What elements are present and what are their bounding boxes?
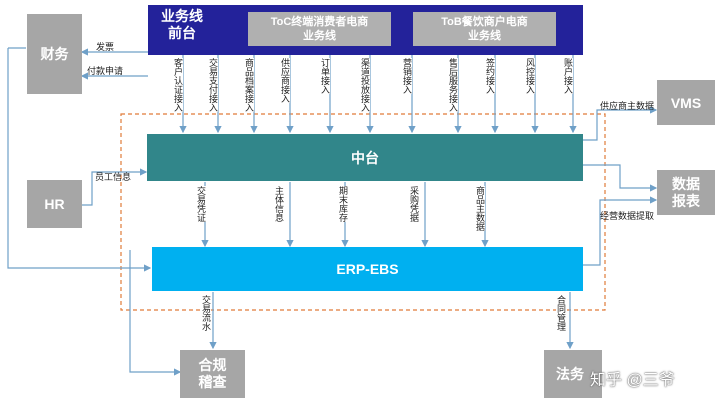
erp-ebs: ERP-EBS bbox=[152, 247, 583, 291]
tob-business-line: ToB餐饮商户电商 业务线 bbox=[413, 12, 556, 46]
front-link-label: 账户接入 bbox=[563, 58, 573, 94]
front-link-label: 交易支付接入 bbox=[208, 58, 218, 112]
employee-info-label: 员工信息 bbox=[95, 172, 132, 182]
watermark: 知乎 @三爷 bbox=[590, 372, 675, 389]
trade-flow-label: 交易流水 bbox=[201, 295, 211, 331]
front-link-label: 渠道投放接入 bbox=[360, 58, 370, 112]
front-title: 业务线 前台 bbox=[161, 8, 203, 41]
mid-erp-label: 主体信息 bbox=[274, 186, 284, 222]
contract-mgmt-label: 合同管理 bbox=[556, 295, 566, 331]
mid-erp-label: 交易凭证 bbox=[196, 186, 206, 222]
middle-platform: 中台 bbox=[147, 134, 583, 181]
operations-data-label: 经营数据提取 bbox=[600, 211, 655, 221]
vms-box: VMS bbox=[657, 80, 715, 125]
mid-erp-label: 商品主数据 bbox=[475, 186, 485, 231]
invoice-label: 发票 bbox=[96, 42, 115, 52]
legal-box: 法务 bbox=[544, 350, 602, 398]
toc-business-line: ToC终端消费者电商 业务线 bbox=[248, 12, 391, 46]
front-link-label: 商品档案接入 bbox=[244, 58, 254, 112]
front-link-label: 营销接入 bbox=[402, 58, 412, 94]
compliance-box: 合规 稽查 bbox=[180, 350, 245, 398]
supplier-master-label: 供应商主数据 bbox=[600, 101, 655, 111]
platform-boundary bbox=[120, 113, 606, 311]
front-link-label: 客户认证接入 bbox=[173, 58, 183, 112]
front-link-label: 风控接入 bbox=[525, 58, 535, 94]
mid-erp-label: 采购凭据 bbox=[409, 186, 419, 222]
front-link-label: 供应商接入 bbox=[280, 58, 290, 103]
front-link-label: 售后服务接入 bbox=[448, 58, 458, 112]
front-link-label: 订单接入 bbox=[320, 58, 330, 94]
finance-box: 财务 bbox=[27, 14, 82, 94]
front-link-label: 签约接入 bbox=[485, 58, 495, 94]
reports-box: 数据 报表 bbox=[657, 170, 715, 215]
mid-erp-label: 期末库存 bbox=[338, 186, 348, 222]
hr-box: HR bbox=[27, 180, 82, 228]
payment-request-label: 付款申请 bbox=[87, 66, 124, 76]
